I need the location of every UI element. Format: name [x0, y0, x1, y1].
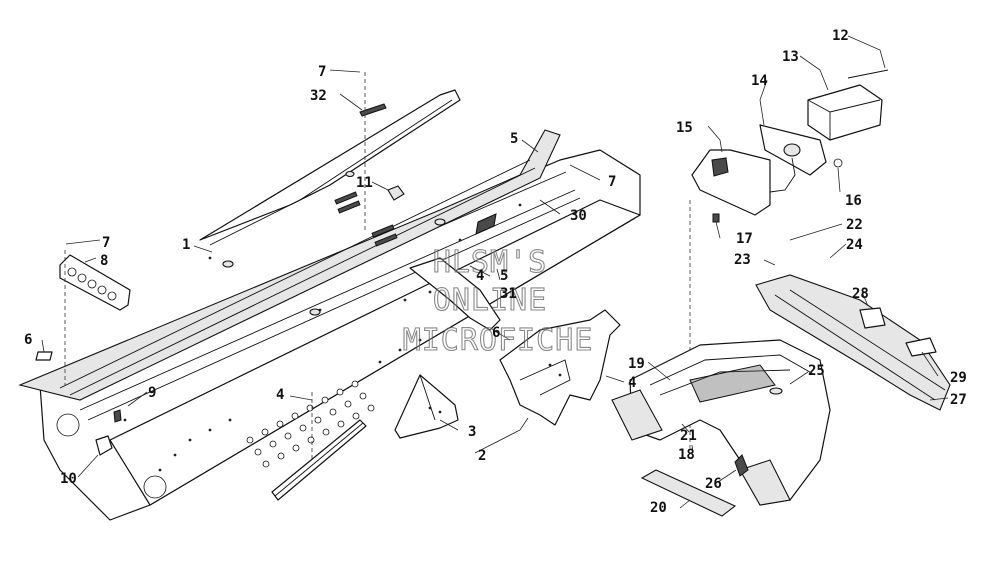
- callout-5b: 5: [500, 268, 508, 284]
- callout-26: 26: [705, 476, 722, 492]
- callout-15: 15: [676, 120, 693, 136]
- decal-28: [859, 307, 886, 329]
- watermark-line-1: HLSM'S: [433, 245, 547, 280]
- callout-5a: 5: [510, 131, 518, 147]
- callout-24: 24: [846, 237, 863, 253]
- callout-6a: 6: [24, 332, 32, 348]
- bracket-31: [409, 257, 501, 331]
- callout-4b: 4: [476, 268, 484, 284]
- tunnel-top-deck: [18, 129, 561, 401]
- callout-29: 29: [950, 370, 967, 386]
- callout-23: 23: [734, 252, 751, 268]
- clip-17: [712, 213, 720, 223]
- callout-2: 2: [478, 448, 486, 464]
- callout-17: 17: [736, 231, 753, 247]
- callout-7c: 7: [102, 235, 110, 251]
- callout-18: 18: [678, 447, 695, 463]
- bracket-3: [394, 374, 459, 439]
- callout-7a: 7: [318, 64, 326, 80]
- callout-11: 11: [356, 175, 373, 191]
- strip-32: [359, 103, 387, 117]
- leader-lines: [41, 35, 949, 509]
- watermark-line-2: ONLINE: [433, 283, 547, 318]
- callout-30: 30: [570, 208, 587, 224]
- callout-10: 10: [60, 471, 77, 487]
- bracket-26: [734, 454, 749, 477]
- callout-7b: 7: [608, 174, 616, 190]
- callout-9: 9: [148, 385, 156, 401]
- callout-6b: 6: [492, 325, 500, 341]
- callout-12: 12: [832, 28, 849, 44]
- bulb-16: [833, 158, 843, 168]
- callout-1: 1: [182, 237, 190, 253]
- light-cover-13: [807, 84, 883, 141]
- watermark: HLSM'S ONLINE MICROFICHE: [402, 244, 594, 358]
- callout-8: 8: [100, 253, 108, 269]
- clip-25: [769, 387, 783, 395]
- mud-flap-27: [755, 274, 951, 411]
- taillight-housing-15: [691, 149, 771, 216]
- watermark-line-3: MICROFICHE: [403, 323, 594, 358]
- heat-shield: [59, 254, 131, 311]
- traction-strip-20: [640, 469, 737, 517]
- callout-20: 20: [650, 500, 667, 516]
- decal-29: [905, 337, 937, 357]
- callout-31: 31: [500, 286, 517, 302]
- callout-27: 27: [950, 392, 967, 408]
- callout-3: 3: [468, 424, 476, 440]
- callout-25: 25: [808, 363, 825, 379]
- callout-14: 14: [751, 73, 768, 89]
- callout-32: 32: [310, 88, 327, 104]
- mudflap-bracket-2: [499, 309, 621, 426]
- callout-19: 19: [628, 356, 645, 372]
- callout-22: 22: [846, 217, 863, 233]
- callout-16: 16: [845, 193, 862, 209]
- panel-dimples: [246, 380, 375, 468]
- block-11: [387, 185, 405, 201]
- screw-12: [847, 69, 889, 79]
- callout-4c: 4: [628, 375, 636, 391]
- callout-4a: 4: [276, 387, 284, 403]
- tunnel-assembly: [18, 89, 641, 521]
- callout-13: 13: [782, 49, 799, 65]
- traction-strip: [271, 419, 367, 501]
- callout-28: 28: [852, 286, 869, 302]
- callouts: 1 2 3 4 4 4 5 5 6 6 7 7 7 8 9 10 11 12 1…: [24, 28, 967, 516]
- lens-14: [759, 124, 827, 193]
- clip-10: [95, 435, 113, 456]
- rivet-9: [113, 409, 122, 423]
- decal-left: [35, 351, 53, 361]
- callout-21: 21: [680, 428, 697, 444]
- rear-bumper-19: [611, 339, 831, 506]
